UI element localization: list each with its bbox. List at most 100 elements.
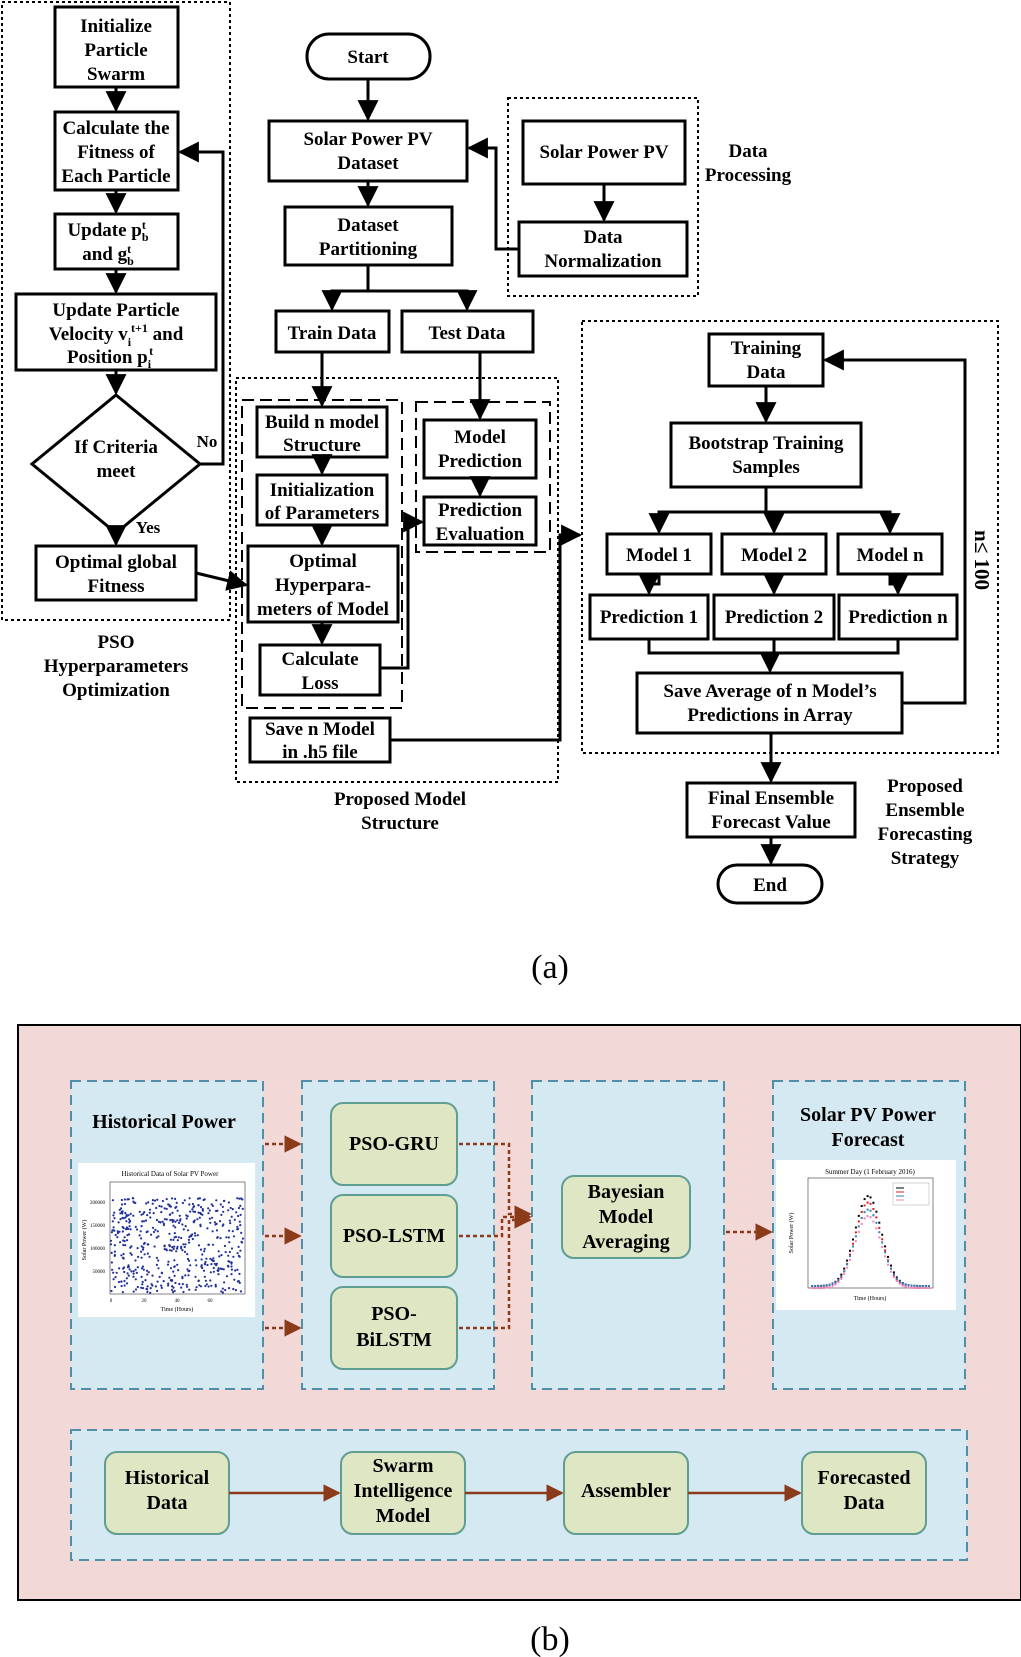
fc-point <box>904 1285 907 1288</box>
initialize-swarm-box: Initialize Particle Swarm <box>53 5 180 89</box>
hist-point <box>212 1257 215 1260</box>
fc-point <box>872 1220 875 1223</box>
hist-point <box>229 1206 232 1210</box>
fc-point <box>887 1260 889 1263</box>
fc-point <box>854 1231 857 1234</box>
hist-point <box>230 1273 233 1276</box>
ensemble-label-2: Ensemble <box>885 800 964 821</box>
historical-chart: Historical Data of Solar PV Power 200000… <box>78 1163 255 1317</box>
update-pb-main: Update p <box>67 220 141 241</box>
hist-point <box>236 1280 239 1283</box>
save-average-box: Save Average of n Model’s Predictions in… <box>635 671 904 735</box>
fc-point <box>854 1226 857 1229</box>
hist-point <box>189 1210 192 1213</box>
fc-point <box>887 1255 889 1258</box>
final-text-2: Forecast Value <box>711 812 830 833</box>
hist-point <box>184 1243 187 1246</box>
hist-point <box>125 1220 128 1223</box>
hist-point <box>169 1219 172 1222</box>
pipeline-swarm-text-3: Model <box>376 1505 431 1527</box>
criteria-diamond: If Criteria meet <box>29 393 203 535</box>
hist-point <box>238 1272 241 1275</box>
hist-point <box>140 1213 143 1216</box>
hist-point <box>116 1230 119 1233</box>
hist-point <box>150 1233 153 1236</box>
bma-text-3: Averaging <box>582 1231 669 1253</box>
ensemble-label-4: Strategy <box>891 848 960 869</box>
hist-point <box>204 1260 207 1264</box>
eval-group-frame <box>415 401 551 553</box>
hist-point <box>228 1219 231 1222</box>
hist-point <box>112 1278 115 1281</box>
hist-point <box>158 1275 161 1278</box>
loop-label: n≤ 100 <box>970 530 994 590</box>
fc-curves <box>811 1195 930 1289</box>
end-text: End <box>753 875 787 896</box>
hist-point <box>132 1200 135 1203</box>
hist-point <box>134 1259 137 1262</box>
hist-point <box>170 1249 173 1252</box>
hist-point <box>141 1265 144 1268</box>
hist-point <box>147 1271 150 1274</box>
hist-point <box>160 1211 163 1214</box>
hist-point <box>206 1263 209 1267</box>
caption-a: (a) <box>531 949 569 986</box>
hist-point <box>198 1216 201 1219</box>
hist-point <box>126 1239 129 1242</box>
init-params-box: Initialization of Parameters <box>255 473 389 527</box>
hist-point <box>182 1290 185 1294</box>
position-sub: i <box>148 357 152 371</box>
ensemble-frame <box>581 320 999 754</box>
fc-point <box>816 1286 819 1289</box>
hist-point <box>144 1279 147 1282</box>
hist-point <box>207 1243 210 1246</box>
hist-point <box>173 1245 176 1248</box>
fc-point <box>869 1202 872 1205</box>
hist-point <box>146 1273 149 1276</box>
pso-bilstm-text-1: PSO- <box>371 1303 417 1325</box>
hist-point <box>222 1223 225 1226</box>
hist-point <box>127 1214 130 1217</box>
criteria-text-2: meet <box>96 461 136 482</box>
hist-point <box>230 1262 233 1265</box>
fc-chart-xlabel: Time (Hours) <box>854 1295 887 1302</box>
hist-point <box>183 1199 186 1202</box>
hist-point <box>204 1284 207 1288</box>
optimal-hp-box: Optimal Hyperpara- meters of Model <box>246 544 400 624</box>
data-processing-label-2: Processing <box>705 165 792 186</box>
bootstrap-box: Bootstrap Training Samples <box>669 421 863 489</box>
hist-point <box>205 1257 208 1260</box>
hist-point <box>140 1256 143 1259</box>
hist-point <box>168 1232 171 1235</box>
hist-point <box>145 1219 148 1222</box>
fc-point <box>857 1230 860 1233</box>
hist-point <box>181 1277 184 1280</box>
hist-point <box>151 1274 154 1277</box>
pso-section-label: PSO Hyperparameters Optimization <box>44 632 189 701</box>
hist-point <box>228 1250 231 1254</box>
hist-point <box>165 1207 168 1210</box>
hist-scatter <box>109 1197 244 1294</box>
hist-point <box>176 1219 179 1222</box>
hist-point <box>152 1230 156 1234</box>
hist-point <box>121 1212 124 1215</box>
criteria-text-1: If Criteria <box>74 437 158 458</box>
hist-point <box>110 1231 113 1234</box>
hist-point <box>201 1209 204 1212</box>
hist-ytick-3: 100000 <box>90 1247 106 1252</box>
hist-point <box>205 1283 208 1286</box>
position-main: Position p <box>67 347 148 368</box>
pso-section-frame <box>1 1 231 621</box>
update-gb-sub: b <box>127 254 134 268</box>
pipeline-assembler-node: Assembler <box>563 1451 689 1535</box>
velocity-box: Update Particle Velocity vit+1 and Posit… <box>14 292 218 372</box>
hist-point <box>189 1264 192 1267</box>
hist-point <box>163 1207 166 1210</box>
hist-point <box>216 1236 219 1239</box>
fc-point <box>843 1270 846 1273</box>
hist-point <box>140 1237 143 1240</box>
fc-point <box>884 1251 887 1254</box>
velocity-sup: t+1 <box>131 321 148 335</box>
hist-point <box>117 1280 121 1284</box>
hist-point <box>230 1247 234 1250</box>
